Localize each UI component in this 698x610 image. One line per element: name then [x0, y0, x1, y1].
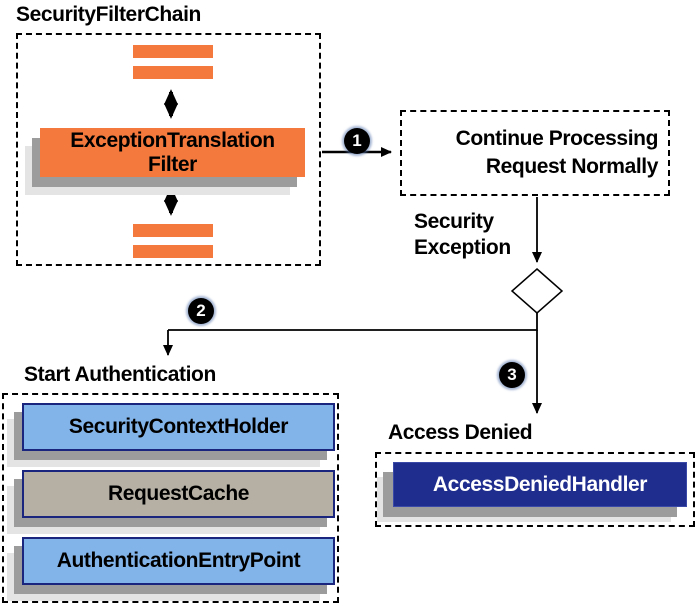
filter-placeholder-bar [133, 245, 213, 258]
filter-placeholder-bar [133, 224, 213, 237]
security-filter-chain-title: SecurityFilterChain [16, 3, 201, 26]
request-cache-box: RequestCache [22, 470, 335, 518]
filter-placeholder-bar [133, 66, 213, 79]
continue-processing-line1: Continue Processing [455, 127, 659, 150]
filter-placeholder-bar [133, 45, 213, 58]
security-context-holder-box: SecurityContextHolder [22, 403, 335, 451]
exception-translation-filter-label-line1: ExceptionTranslation [70, 128, 275, 152]
security-filter-chain-box [16, 33, 321, 266]
security-exception-line1: Security [414, 210, 494, 233]
access-denied-handler-box: AccessDeniedHandler [393, 462, 687, 507]
decision-diamond [510, 268, 564, 314]
security-exception-label: Security Exception [414, 209, 511, 261]
step-3-badge: 3 [499, 362, 525, 388]
continue-processing-box: Continue Processing Request Normally [400, 110, 670, 196]
exception-translation-filter-label-line2: Filter [148, 152, 197, 176]
access-denied-title: Access Denied [388, 421, 533, 444]
access-denied-box [375, 452, 695, 527]
continue-processing-line2: Request Normally [485, 155, 659, 178]
security-exception-line2: Exception [414, 236, 511, 259]
start-authentication-box [2, 393, 339, 603]
exception-translation-filter-box: ExceptionTranslation Filter [40, 128, 305, 177]
step-2-badge: 2 [188, 298, 214, 324]
step-1-badge: 1 [344, 128, 370, 154]
start-authentication-title: Start Authentication [24, 363, 216, 386]
authentication-entry-point-box: AuthenticationEntryPoint [22, 537, 335, 585]
diamond-branch-line [168, 313, 538, 331]
